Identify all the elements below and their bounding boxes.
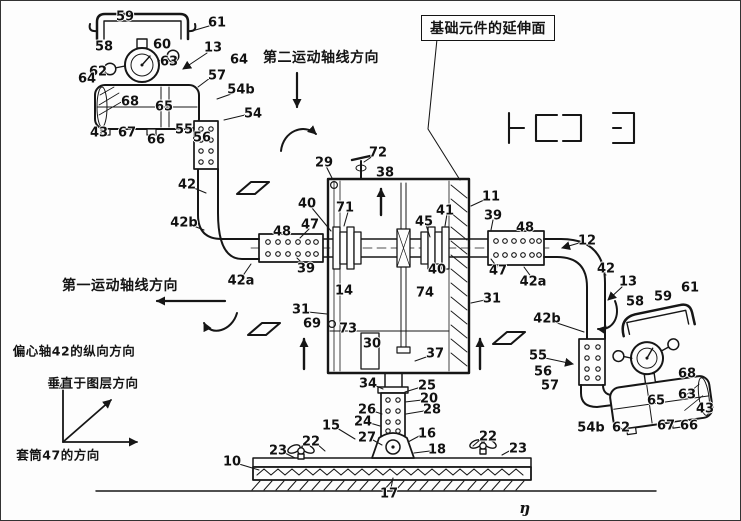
section-marks <box>235 111 636 346</box>
right-elbow-tube <box>543 238 616 408</box>
direction-arrows <box>155 71 618 371</box>
base-plate-and-ground <box>95 457 657 492</box>
right-clamp <box>469 439 497 455</box>
left-elbow-tube <box>197 168 260 260</box>
left-clamp <box>287 444 315 460</box>
coordinate-axes <box>58 380 138 447</box>
support-column <box>371 372 415 459</box>
main-shaft <box>250 226 550 270</box>
leader-lines <box>182 25 623 489</box>
central-housing <box>326 154 471 375</box>
right-dial-gauge-assembly <box>609 303 714 436</box>
left-dial-gauge-assembly <box>88 12 219 170</box>
